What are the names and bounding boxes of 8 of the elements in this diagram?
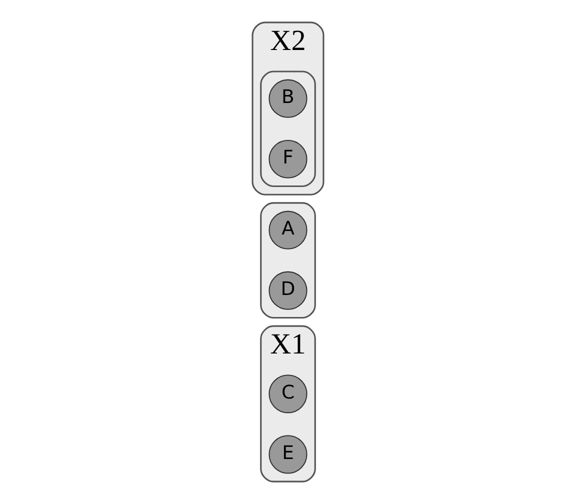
cluster <box>260 202 316 319</box>
node-circle: B <box>268 79 308 118</box>
cluster <box>260 70 316 188</box>
node-circle: C <box>268 374 308 414</box>
node-circle: A <box>268 210 308 250</box>
node-circle: E <box>268 435 308 474</box>
node-circle: D <box>268 271 308 310</box>
node-circle: F <box>268 140 308 178</box>
